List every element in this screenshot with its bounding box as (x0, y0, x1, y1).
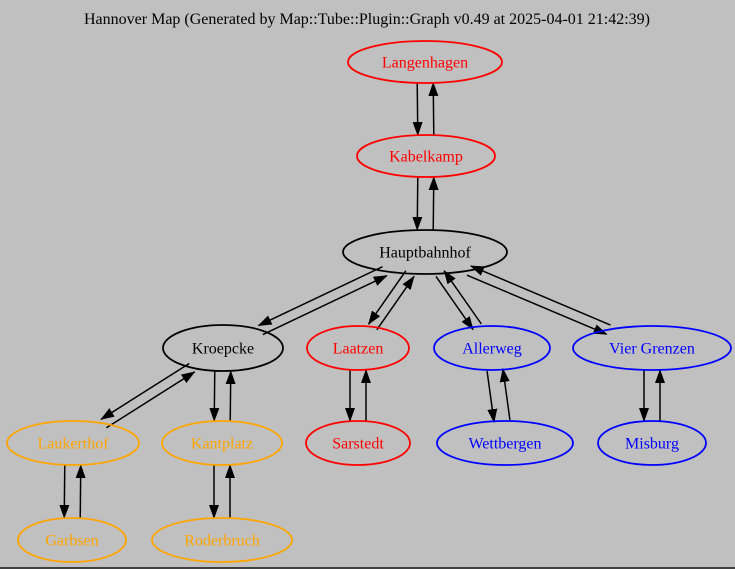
node-wettbergen: Wettbergen (436, 420, 574, 466)
node-ellipse-roderbruch (151, 517, 293, 563)
node-kantplatz: Kantplatz (161, 420, 283, 466)
node-ellipse-allerweg (433, 325, 551, 371)
node-garbsen: Garbsen (17, 517, 127, 563)
edge-allerweg-to-wettbergen (486, 370, 498, 424)
node-allerweg: Allerweg (433, 325, 551, 371)
node-ellipse-langenhagen (347, 40, 503, 84)
node-ellipse-wettbergen (436, 420, 574, 466)
node-ellipse-kantplatz (161, 420, 283, 466)
node-label-kantplatz: Kantplatz (191, 436, 253, 453)
graph-title: Hannover Map (Generated by Map::Tube::Pl… (84, 11, 650, 28)
edge-kroepcke-to-hauptbahnhof (262, 274, 388, 336)
edge-hauptbahnhof-to-vier-grenzen (466, 274, 608, 335)
edge-wettbergen-to-allerweg (499, 367, 511, 421)
node-ellipse-laukerthof (6, 420, 140, 466)
node-label-allerweg: Allerweg (462, 341, 522, 358)
node-ellipse-sarstedt (305, 420, 411, 466)
node-label-langenhagen: Langenhagen (382, 55, 468, 72)
node-roderbruch: Roderbruch (151, 517, 293, 563)
node-sarstedt: Sarstedt (305, 420, 411, 466)
node-label-vier-grenzen: Vier Grenzen (609, 341, 695, 358)
edge-laukerthof-to-garbsen (59, 464, 70, 519)
node-misburg: Misburg (597, 420, 707, 466)
node-label-hauptbahnhof: Hauptbahnhof (379, 245, 471, 262)
edge-hauptbahnhof-to-kroepcke (257, 265, 383, 327)
edge-laukerthof-to-kroepcke (106, 371, 196, 429)
node-label-kroepcke: Kroepcke (192, 341, 254, 358)
node-laukerthof: Laukerthof (6, 420, 140, 466)
node-label-sarstedt: Sarstedt (332, 436, 384, 453)
node-ellipse-laatzen (306, 325, 410, 371)
node-ellipse-kroepcke (162, 324, 284, 372)
node-laatzen: Laatzen (306, 325, 410, 371)
node-label-misburg: Misburg (625, 436, 679, 453)
edge-hauptbahnhof-to-kabelkamp (428, 176, 439, 231)
node-vier-grenzen: Vier Grenzen (572, 325, 732, 371)
node-label-wettbergen: Wettbergen (468, 436, 541, 453)
edge-laatzen-to-hauptbahnhof (376, 275, 415, 331)
node-kabelkamp: Kabelkamp (356, 134, 496, 178)
node-hauptbahnhof: Hauptbahnhof (342, 229, 508, 275)
node-label-kabelkamp: Kabelkamp (389, 149, 463, 166)
edge-kabelkamp-to-langenhagen (428, 81, 439, 135)
edge-kroepcke-to-kantplatz (209, 370, 220, 422)
edge-garbsen-to-laukerthof (75, 464, 86, 519)
node-label-laatzen: Laatzen (333, 341, 384, 358)
node-label-laukerthof: Laukerthof (37, 436, 109, 453)
node-kroepcke: Kroepcke (162, 324, 284, 372)
edge-kroepcke-to-laukerthof (100, 362, 190, 420)
edge-hauptbahnhof-to-allerweg (435, 276, 474, 331)
edge-layer (59, 81, 665, 519)
node-label-roderbruch: Roderbruch (184, 533, 260, 550)
edge-kantplatz-to-kroepcke (225, 370, 236, 422)
node-ellipse-vier-grenzen (572, 325, 732, 371)
node-label-garbsen: Garbsen (45, 533, 98, 550)
node-langenhagen: Langenhagen (347, 40, 503, 84)
node-ellipse-garbsen (17, 517, 127, 563)
node-layer: LangenhagenKabelkampHauptbahnhofKroepcke… (6, 40, 732, 563)
node-ellipse-hauptbahnhof (342, 229, 508, 275)
edge-kabelkamp-to-hauptbahnhof (412, 176, 423, 231)
edge-langenhagen-to-kabelkamp (412, 83, 423, 137)
node-ellipse-misburg (597, 420, 707, 466)
edge-vier-grenzen-to-hauptbahnhof (469, 265, 611, 326)
edge-allerweg-to-hauptbahnhof (443, 269, 482, 325)
window-edge-strip (0, 567, 735, 569)
edge-hauptbahnhof-to-laatzen (367, 270, 407, 325)
node-ellipse-kabelkamp (356, 134, 496, 178)
